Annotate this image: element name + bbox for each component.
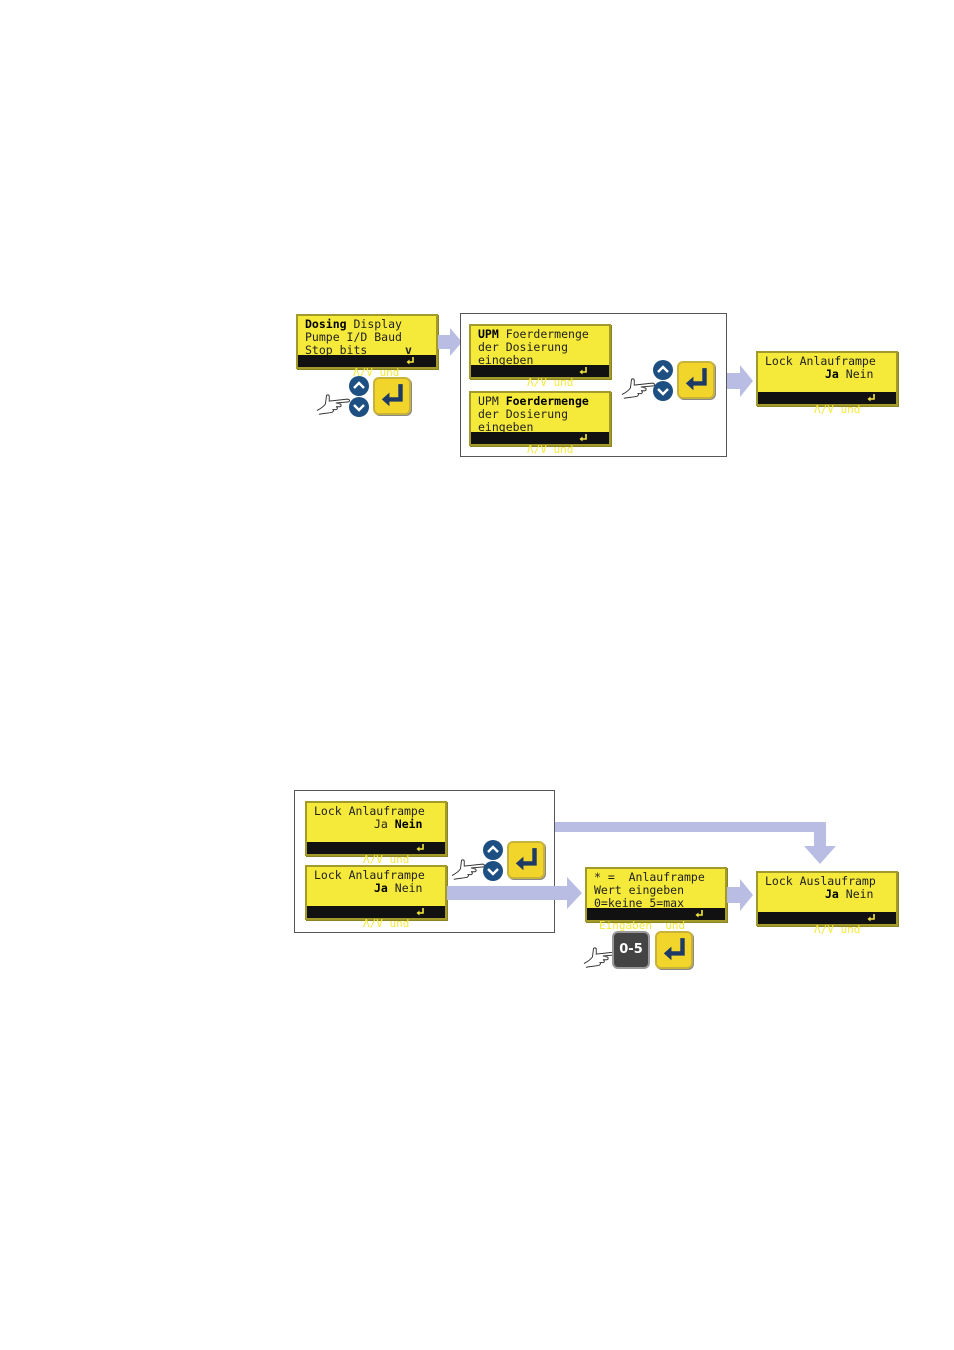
enter-key-icon <box>679 363 713 397</box>
enter-key-icon <box>866 393 876 403</box>
lcd-status-text: Λ/V und <box>814 403 861 416</box>
lcd-screen-upm-b: UPM Foerdermenge der Dosierung eingeben … <box>469 391 611 456</box>
lcd-text-bold: Foerdermenge <box>505 394 589 408</box>
enter-key-icon <box>375 379 409 413</box>
lcd-screen-lock-nein: Lock Anlauframpe Ja Nein Λ/V und <box>305 801 447 866</box>
lcd-text-bold: Ja <box>825 887 839 901</box>
lcd-line-1: * = Anlauframpe <box>594 870 705 884</box>
enter-button[interactable] <box>677 361 715 399</box>
flow-arrow-icon <box>727 879 753 911</box>
lcd-status-text: Eingaben und <box>599 919 686 932</box>
lcd-screen-lock-anlauf: Lock Anlauframpe Ja Nein Λ/V und <box>756 351 898 416</box>
lcd-line-1: Lock Anlauframpe <box>765 354 876 368</box>
down-arrow-icon[interactable] <box>653 381 673 401</box>
lcd-text: Nein <box>838 367 874 381</box>
lcd-status-text: Λ/V und <box>527 376 574 389</box>
lcd-line-3: 0=keine 5=max <box>594 896 685 910</box>
lcd-line-1: Lock Anlauframpe <box>314 804 425 818</box>
lcd-status-text: Λ/V und <box>814 923 861 936</box>
lcd-text: Nein <box>838 887 874 901</box>
up-arrow-icon[interactable] <box>483 840 503 860</box>
enter-key-icon <box>415 843 425 853</box>
lcd-status-bar: Λ/V und <box>471 365 609 389</box>
lcd-screen-value-entry: * = Anlauframpe Wert eingeben 0=keine 5=… <box>585 867 727 932</box>
down-arrow-icon[interactable] <box>483 861 503 881</box>
lcd-text-bold: Ja <box>825 367 839 381</box>
lcd-text: UPM <box>478 394 506 408</box>
lcd-line-2: der Dosierung <box>478 340 569 354</box>
enter-key-icon <box>509 843 543 877</box>
lcd-text-bold: Dosing <box>305 317 347 331</box>
number-key-0-5[interactable]: 0-5 <box>612 931 650 969</box>
up-arrow-icon[interactable] <box>349 376 369 396</box>
lcd-text: Nein <box>387 881 423 895</box>
lcd-line-1: Lock Anlauframpe <box>314 868 425 882</box>
enter-key-icon <box>657 933 691 967</box>
lcd-line-1: Lock Auslauframp <box>765 874 876 888</box>
lcd-screen-lock-ja: Lock Anlauframpe Ja Nein Λ/V und <box>305 865 447 930</box>
lcd-status-text: Λ/V und <box>353 366 400 379</box>
lcd-text: Foerdermenge <box>498 327 589 341</box>
lcd-status-text: Λ/V und <box>527 443 574 456</box>
lcd-text: Ja <box>374 817 395 831</box>
lcd-text: Display <box>346 317 402 331</box>
up-arrow-icon[interactable] <box>653 360 673 380</box>
lcd-line-3: Stop bits <box>305 343 368 357</box>
lcd-status-bar: Λ/V und <box>307 842 445 866</box>
lcd-status-bar: Λ/V und <box>471 432 609 456</box>
enter-key-icon <box>694 909 704 919</box>
enter-key-icon <box>866 913 876 923</box>
lcd-line-2: Wert eingeben <box>594 883 685 897</box>
lcd-screen-dosing: Dosing Display Pumpe I/D Baud Stop bits … <box>296 314 438 379</box>
flow-arrow-icon <box>447 877 582 909</box>
lcd-status-bar: Eingaben und <box>587 908 725 932</box>
lcd-screen-upm-a: UPM Foerdermenge der Dosierung eingeben … <box>469 324 611 389</box>
lcd-status-bar: Λ/V und <box>758 912 896 936</box>
lcd-text-bold: Nein <box>394 817 423 831</box>
lcd-line-2: der Dosierung <box>478 407 569 421</box>
pointing-hand-icon <box>315 387 353 417</box>
lcd-line-3: eingeben <box>478 420 534 434</box>
enter-button[interactable] <box>655 931 693 969</box>
lcd-status-bar: Λ/V und <box>298 355 436 379</box>
scroll-down-indicator: v <box>405 343 412 357</box>
down-arrow-icon[interactable] <box>349 397 369 417</box>
lcd-text-bold: Ja <box>374 881 388 895</box>
lcd-status-text: Λ/V und <box>363 917 410 930</box>
lcd-text-bold: UPM <box>478 327 499 341</box>
enter-key-icon <box>578 433 588 443</box>
lcd-line-2: Pumpe I/D Baud <box>305 330 402 344</box>
lcd-status-text: Λ/V und <box>363 853 410 866</box>
enter-button[interactable] <box>507 841 545 879</box>
lcd-status-bar: Λ/V und <box>758 392 896 416</box>
lcd-screen-lock-auslauf: Lock Auslauframp Ja Nein Λ/V und <box>756 871 898 936</box>
lcd-line-3: eingeben <box>478 353 534 367</box>
flow-arrow-icon <box>438 328 462 356</box>
enter-key-icon <box>405 356 415 366</box>
flow-arrow-icon <box>727 365 753 397</box>
enter-key-icon <box>415 907 425 917</box>
enter-key-icon <box>578 366 588 376</box>
lcd-status-bar: Λ/V und <box>307 906 445 930</box>
enter-button[interactable] <box>373 377 411 415</box>
